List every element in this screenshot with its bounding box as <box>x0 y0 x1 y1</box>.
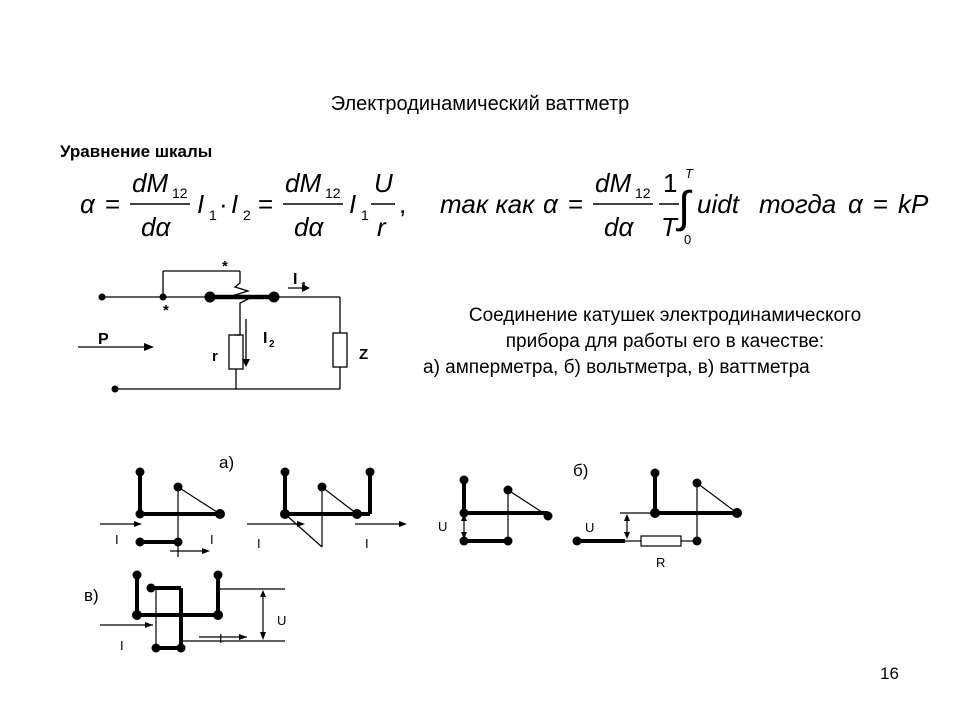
alpha-symbol: α <box>80 189 96 219</box>
i1-subscript-b: 1 <box>361 207 369 223</box>
resistor-label: R <box>656 555 665 570</box>
togda-text: тогда <box>759 189 836 219</box>
equals-sign-3: = <box>568 189 583 219</box>
dalpha-denominator-3: dα <box>604 212 634 242</box>
dm-subscript-3: 12 <box>635 185 651 201</box>
scale-equation-formula: α = dM 12 dα I 1 · I 2 = dM 12 dα I 1 U … <box>80 168 929 247</box>
one-numerator: 1 <box>663 168 677 198</box>
current-label-3: I <box>257 536 261 551</box>
kp-text: kP <box>898 189 929 219</box>
scale-equation-heading: Уравнение шкалы <box>60 142 213 161</box>
load-z-label: Z <box>359 346 368 363</box>
voltmeter-diagram-1: U <box>438 475 553 546</box>
current-i2: I <box>231 189 238 219</box>
label-voltmeter: б) <box>573 461 589 480</box>
label-wattmeter: в) <box>84 586 99 605</box>
series-resistor <box>640 535 682 547</box>
dm-numerator-2: dM <box>285 168 321 198</box>
page-number: 16 <box>880 664 899 683</box>
integral-sign: ∫ <box>675 183 693 232</box>
terminal-star-marker: * <box>163 302 169 319</box>
i1-subscript: 1 <box>209 207 217 223</box>
alpha-symbol-3: α <box>848 189 864 219</box>
dalpha-denominator: dα <box>141 212 171 242</box>
resistance-r: r <box>377 212 387 242</box>
equals-sign-2: = <box>258 189 273 219</box>
current-i1-b: I <box>349 189 356 219</box>
voltage-label-2: U <box>585 520 594 535</box>
voltage-u: U <box>374 168 393 198</box>
current-i2-sub: 2 <box>269 339 275 350</box>
integral-lower-limit: 0 <box>684 232 691 247</box>
current-label-4: I <box>365 536 369 551</box>
connection-description: Соединение катушек электродинамического … <box>405 303 925 381</box>
multiply-dot: · <box>219 189 228 219</box>
alpha-symbol-2: α <box>543 189 559 219</box>
uidt-text: uidt <box>697 189 741 219</box>
dalpha-denominator-2: dα <box>294 212 324 242</box>
dm-subscript: 12 <box>172 185 188 201</box>
voltmeter-diagram-2: U R <box>572 468 742 570</box>
equals-sign: = <box>105 189 120 219</box>
dm-numerator-3: dM <box>595 168 631 198</box>
ammeter-parallel-diagram: I I <box>247 467 407 551</box>
voltage-label-3: U <box>277 613 286 628</box>
current-label-1: I <box>115 532 119 547</box>
current-i1-label: I <box>293 271 297 288</box>
resistor-r <box>228 334 244 370</box>
integral-upper-limit: T <box>685 168 694 181</box>
dm-numerator: dM <box>132 168 168 198</box>
current-label-5: I <box>120 638 124 653</box>
current-i1: I <box>197 189 204 219</box>
wattmeter-circuit: * * I 1 I 2 P r Z <box>78 258 368 393</box>
current-i1-sub: 1 <box>301 281 307 292</box>
dm-subscript-2: 12 <box>325 185 341 201</box>
description-line-3: а) амперметра, б) вольтметра, в) ваттмет… <box>423 357 810 378</box>
wattmeter-diagram: I I U <box>100 570 286 653</box>
description-line-2: прибора для работы его в качестве: <box>505 331 825 352</box>
voltage-label-1: U <box>438 519 447 534</box>
resistance-r-label: r <box>212 348 218 365</box>
slide-title: Электродинамический ваттметр <box>330 93 630 115</box>
label-ammeter: а) <box>219 453 235 472</box>
formula-comma: , <box>399 189 406 219</box>
tak-kak-text: так как <box>440 189 536 219</box>
period-t: T <box>661 212 679 242</box>
load-z <box>332 332 348 368</box>
power-p-label: P <box>98 331 109 348</box>
ammeter-series-diagram: I I <box>100 467 225 557</box>
current-label-6: I <box>219 631 223 646</box>
i2-subscript: 2 <box>243 207 251 223</box>
coil-star-marker: * <box>222 258 228 275</box>
description-line-1: Соединение катушек электродинамического <box>468 305 862 326</box>
current-label-2: I <box>210 532 214 547</box>
equals-sign-4: = <box>873 189 888 219</box>
current-i2-label: I <box>263 330 267 347</box>
